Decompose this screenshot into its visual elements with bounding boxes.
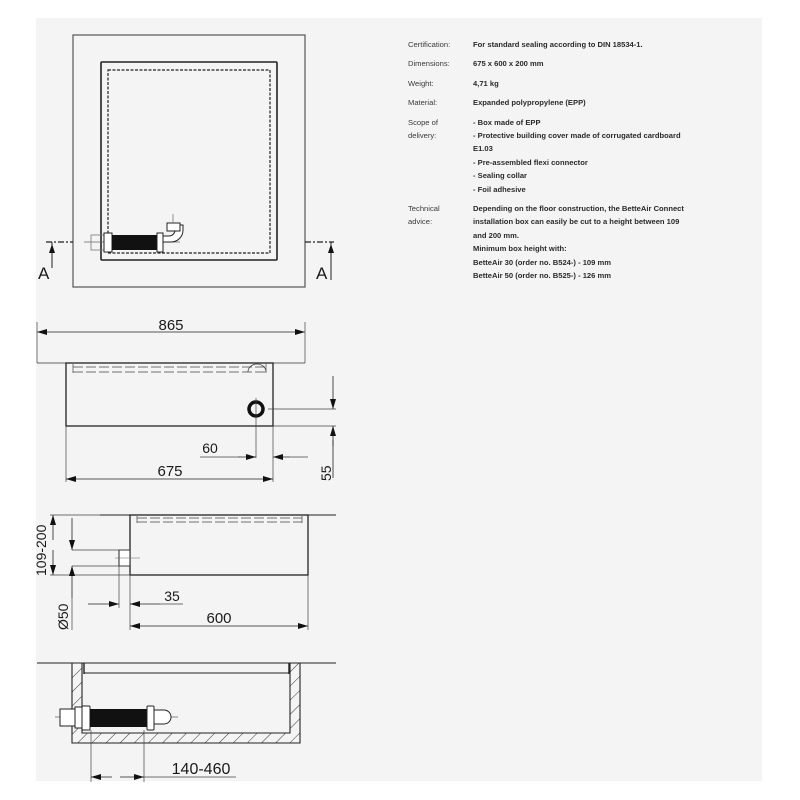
front-view: 865 55 60 675	[36, 317, 336, 482]
scope-item: - Pre-assembled flexi connector	[473, 157, 588, 167]
spec-row-material: Material: Expanded polypropylene (EPP)	[408, 96, 748, 109]
dim-35: 35	[164, 588, 180, 604]
dim-60: 60	[202, 440, 218, 456]
product-sheet-panel	[36, 18, 762, 781]
spec-row-weight: Weight: 4,71 kg	[408, 77, 748, 90]
dim-diameter-50: Ø50	[55, 603, 71, 630]
advice-line: BetteAir 50 (order no. B525-) - 126 mm	[473, 271, 611, 281]
plan-box-inner-dashed	[107, 69, 271, 254]
spec-value-list: - Box made of EPP - Protective building …	[473, 116, 748, 196]
spec-label: Weight:	[408, 78, 434, 88]
dim-109-200: 109-200	[33, 524, 49, 576]
advice-line: Depending on the floor construction, the…	[473, 204, 684, 214]
side-box-outline	[129, 514, 309, 576]
flexi-connector-plan	[84, 214, 184, 253]
advice-line: installation box can easily be cut to a …	[473, 217, 680, 227]
spec-row-certification: Certification: For standard sealing acco…	[408, 38, 748, 51]
spec-value: Expanded polypropylene (EPP)	[473, 98, 586, 108]
dim-140-460: 140-460	[172, 761, 231, 778]
spec-table: Certification: For standard sealing acco…	[408, 38, 748, 289]
spec-row-dimensions: Dimensions: 675 x 600 x 200 mm	[408, 57, 748, 70]
spec-label: Dimensions:	[408, 59, 450, 69]
section-marker-left: A	[38, 241, 73, 283]
spec-label-line: Scope of	[408, 117, 438, 127]
scope-item: - Sealing collar	[473, 171, 528, 181]
spec-value: 675 x 600 x 200 mm	[473, 59, 544, 69]
section-label-left: A	[38, 264, 50, 283]
scope-item: - Foil adhesive	[473, 184, 526, 194]
scope-item: E1.03	[473, 144, 493, 154]
advice-line: Minimum box height with:	[473, 244, 567, 254]
spec-row-scope: Scope of delivery: - Box made of EPP - P…	[408, 116, 748, 196]
section-marker-right: A	[305, 241, 334, 283]
spec-value-list: Depending on the floor construction, the…	[473, 202, 748, 282]
section-view: 140-460	[37, 662, 336, 782]
dim-55: 55	[318, 465, 334, 481]
plan-outer-frame	[72, 34, 306, 288]
scope-item: - Protective building cover made of corr…	[473, 131, 681, 141]
dim-600: 600	[206, 610, 231, 627]
plan-view: A A	[38, 34, 334, 288]
spec-label-line: Technical	[408, 204, 440, 214]
section-label-right: A	[316, 264, 328, 283]
spec-label: Scope of delivery:	[408, 116, 473, 196]
dim-675: 675	[157, 463, 182, 480]
front-box-outline	[65, 362, 274, 427]
spec-label: Technical advice:	[408, 202, 473, 282]
advice-line: BetteAir 30 (order no. B524-) - 109 mm	[473, 257, 611, 267]
advice-line: and 200 mm.	[473, 230, 520, 240]
spec-value: For standard sealing according to DIN 18…	[473, 40, 643, 49]
spec-label-line: advice:	[408, 217, 433, 227]
spec-label: Certification:	[408, 40, 451, 49]
flexi-connector-section	[55, 705, 178, 731]
side-view: 109-200 Ø50 35 600	[33, 514, 336, 630]
spec-value: 4,71 kg	[473, 78, 499, 88]
spec-row-technical: Technical advice: Depending on the floor…	[408, 202, 748, 282]
dim-865: 865	[158, 317, 183, 334]
spec-label: Material:	[408, 98, 438, 108]
scope-item: - Box made of EPP	[473, 117, 541, 127]
plan-box-outline	[100, 61, 278, 261]
spec-label-line: delivery:	[408, 131, 437, 141]
section-hatched-wall	[71, 662, 301, 744]
